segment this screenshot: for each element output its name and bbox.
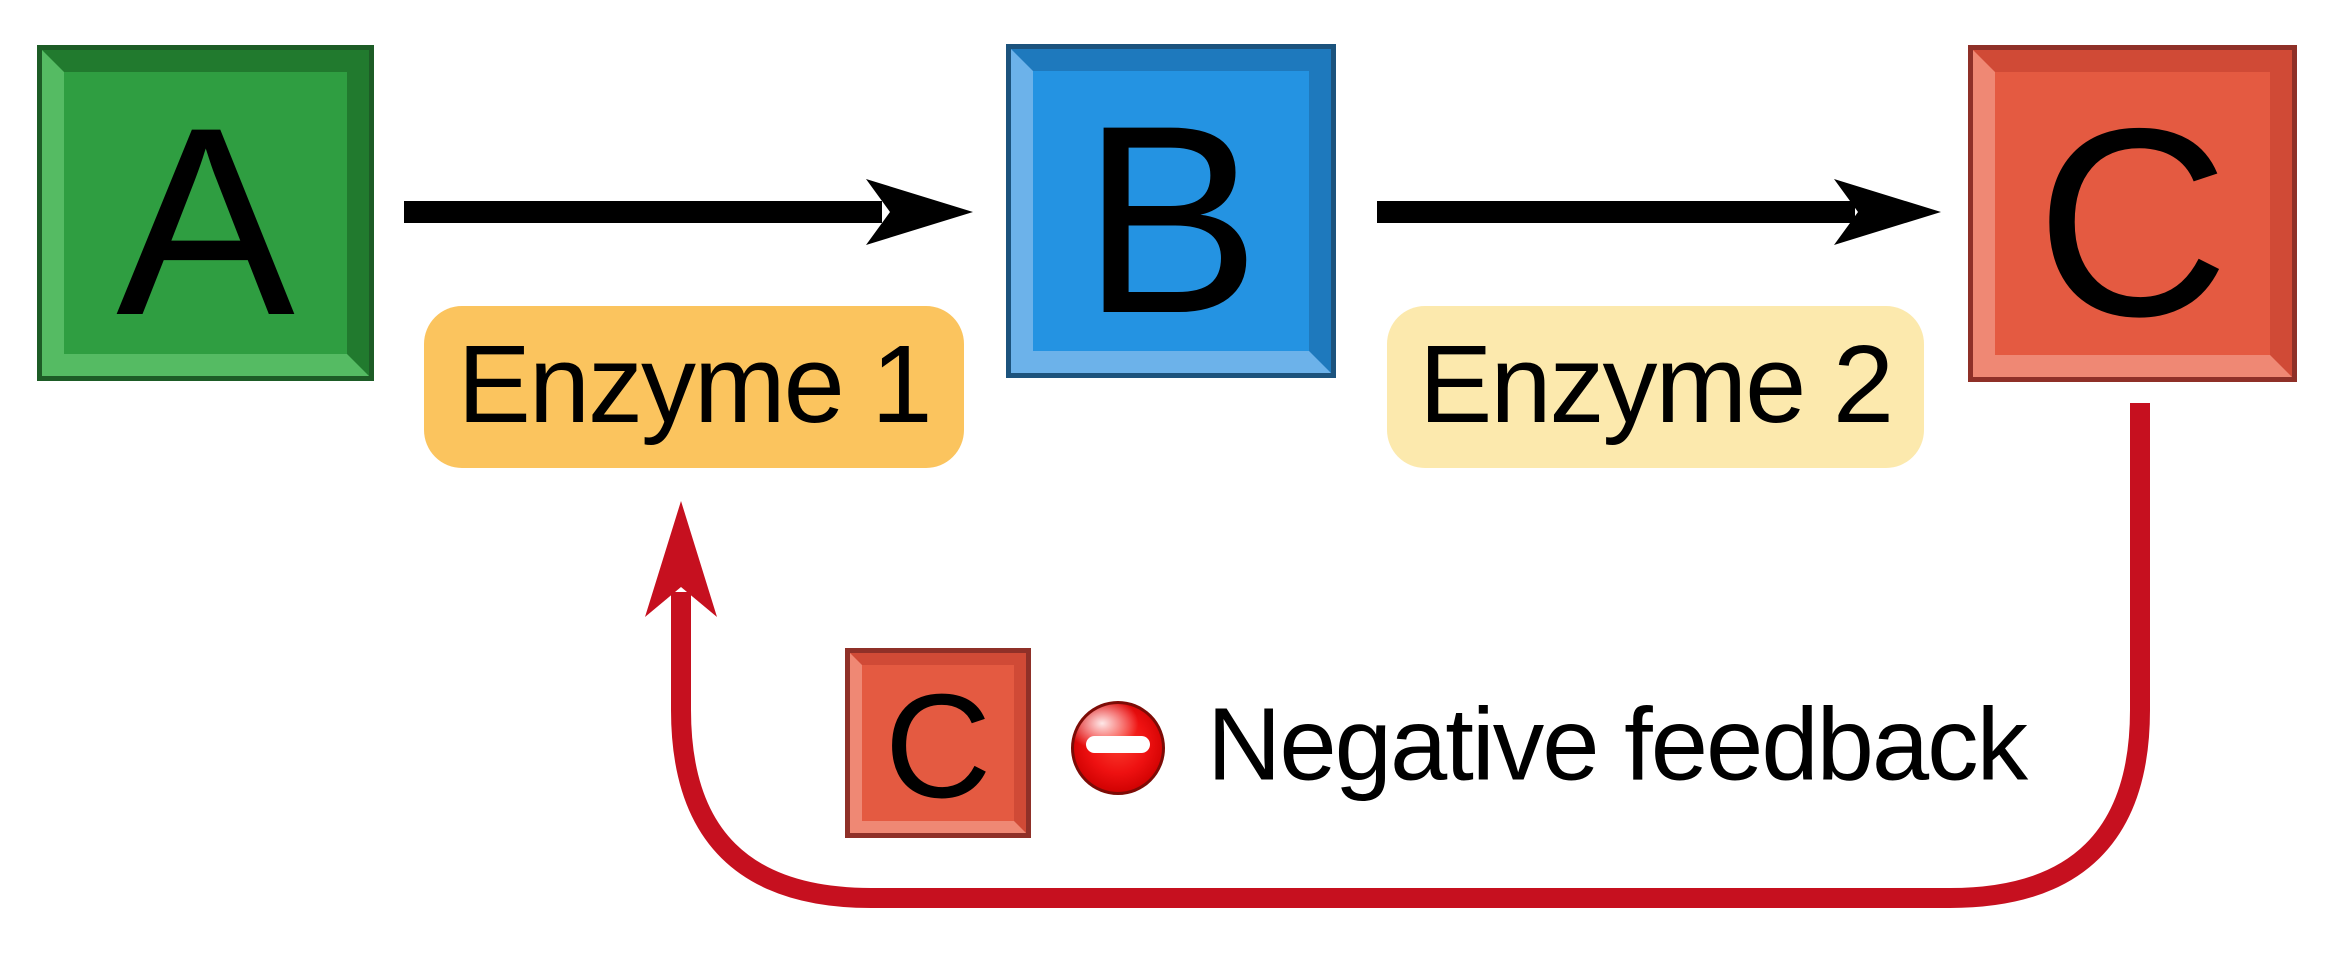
node-b-square: B (1006, 44, 1336, 378)
feedback-loop-arrowhead (645, 501, 717, 617)
node-c-face: C (1973, 50, 2292, 377)
feedback-node-c-label: C (884, 664, 992, 829)
arrow-b-to-c-shaft (1377, 201, 1855, 223)
enzyme-2-label: Enzyme 2 (1418, 323, 1894, 446)
arrow-b-to-c-head (1834, 179, 1941, 245)
enzyme-1-label: Enzyme 1 (457, 323, 932, 446)
arrow-a-to-b-icon (404, 179, 973, 245)
node-b-face: B (1011, 49, 1331, 373)
minus-icon-bar (1086, 735, 1150, 753)
enzyme-2-pill: Enzyme 2 (1387, 306, 1924, 468)
feedback-node-c-square: C (845, 648, 1031, 838)
arrow-a-to-b-head (866, 179, 973, 245)
feedback-node-c-face: C (850, 653, 1026, 833)
node-b-label: B (1081, 69, 1261, 369)
no-entry-minus-icon (1071, 701, 1165, 795)
arrow-b-to-c-icon (1377, 179, 1941, 245)
negative-feedback-label: Negative feedback (1207, 686, 2028, 802)
node-a-label: A (116, 71, 295, 371)
enzyme-1-pill: Enzyme 1 (424, 306, 964, 468)
node-c-square: C (1968, 45, 2297, 382)
node-c-label: C (2035, 71, 2230, 372)
node-a-face: A (42, 50, 369, 376)
arrow-a-to-b-shaft (404, 201, 882, 223)
node-a-square: A (37, 45, 374, 381)
